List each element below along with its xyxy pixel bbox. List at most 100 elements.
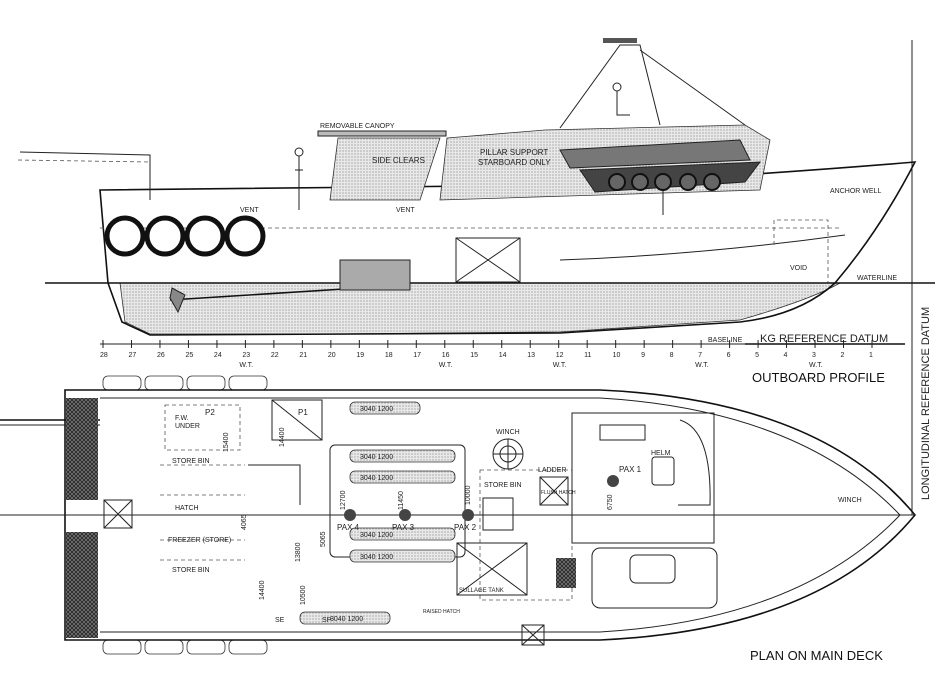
seat-label: 3040 1200: [330, 616, 363, 623]
station-number: 4: [784, 352, 788, 359]
tire-fenders-cabin: [608, 173, 721, 191]
label-pax2: PAX 2: [454, 523, 477, 532]
seat-label: 3040 1200: [360, 454, 393, 461]
dim: 13800: [295, 542, 302, 562]
station-number: 2: [841, 352, 845, 359]
label-hatch: HATCH: [175, 505, 199, 512]
pax-marker: [607, 475, 619, 487]
seat: [349, 449, 456, 463]
label-under: UNDER: [175, 423, 200, 430]
seat: [299, 611, 391, 625]
station-number: 10: [613, 352, 621, 359]
label-store-bin-1: STORE BIN: [172, 458, 210, 465]
seat-label: 3040 1200: [360, 532, 393, 539]
station-number: 8: [670, 352, 674, 359]
underwater-hull: [119, 282, 842, 335]
dim: 10000: [465, 485, 472, 505]
seat: [349, 549, 456, 563]
plan-title: PLAN ON MAIN DECK: [750, 648, 883, 663]
dim: 14400: [259, 580, 266, 600]
station-number: 22: [271, 352, 279, 359]
seat-label: 3040 1200: [360, 406, 393, 413]
station-number: 25: [185, 352, 193, 359]
label-pillar-2: STARBOARD ONLY: [478, 158, 551, 167]
station-number: 16: [442, 352, 450, 359]
removable-canopy: [317, 130, 447, 137]
watertight-bulkhead-label: W.T.: [695, 362, 709, 369]
label-fw: F.W.: [175, 415, 189, 422]
profile-title: OUTBOARD PROFILE: [752, 370, 885, 385]
watertight-bulkhead-label: W.T.: [439, 362, 453, 369]
label-p1: P1: [298, 408, 308, 417]
radar: [603, 38, 637, 43]
label-store-bin-2: STORE BIN: [172, 567, 210, 574]
dim: 4065: [241, 514, 248, 530]
tire-fenders-stern: [104, 215, 266, 257]
dim: 14400: [279, 427, 286, 447]
seat: [349, 470, 456, 484]
pax-marker: [399, 509, 411, 521]
station-number: 28: [100, 352, 108, 359]
transom-platform-stbd: [66, 532, 98, 638]
seat: [349, 527, 456, 541]
label-flush-hatch: FLUSH HATCH: [541, 490, 576, 496]
dim: 6750: [607, 494, 614, 510]
label-ladder: LADDER: [538, 467, 566, 474]
label-helm: HELM: [651, 450, 671, 457]
label-store-bin-3: STORE BIN: [484, 482, 522, 489]
dim: 10500: [300, 585, 307, 605]
wheelhouse: [571, 412, 715, 544]
station-number: 3: [812, 352, 816, 359]
label-side-clears: SIDE CLEARS: [372, 156, 425, 165]
station-number: 23: [242, 352, 250, 359]
label-freezer: FREEZER (STORE): [168, 537, 231, 544]
station-number: 17: [413, 352, 421, 359]
station-number: 15: [470, 352, 478, 359]
station-number: 7: [698, 352, 702, 359]
pax-marker: [462, 509, 474, 521]
label-baseline: BASELINE: [708, 337, 743, 344]
engine: [339, 259, 411, 291]
label-se: SE: [275, 617, 285, 624]
watertight-bulkhead-label: W.T.: [809, 362, 823, 369]
station-number: 19: [356, 352, 364, 359]
label-vent-stern: VENT: [240, 207, 259, 214]
label-winch-deck: WINCH: [496, 429, 520, 436]
label-raised-hatch: RAISED HATCH: [423, 609, 460, 615]
helm-seat: [651, 456, 675, 486]
label-vent-mid: VENT: [396, 207, 415, 214]
watertight-bulkhead-label: W.T.: [553, 362, 567, 369]
datum-label: LONGITUDINAL REFERENCE DATUM: [920, 307, 932, 500]
station-number: 18: [385, 352, 393, 359]
station-number: 20: [328, 352, 336, 359]
deck-plan: 3040 1200 3040 1200 3040 1200 3040 1200 …: [0, 375, 917, 663]
label-pax3: PAX 3: [392, 523, 415, 532]
station-number: 13: [527, 352, 535, 359]
station-number: 1: [869, 352, 873, 359]
station-number: 24: [214, 352, 222, 359]
label-pillar-1: PILLAR SUPPORT: [480, 148, 548, 157]
station-number: 26: [157, 352, 165, 359]
dim: 12700: [340, 490, 347, 510]
station-number: 9: [641, 352, 645, 359]
seat: [349, 401, 421, 415]
label-kg-datum: KG REFERENCE DATUM: [760, 333, 888, 345]
outboard-profile: REMOVABLE CANOPY SIDE CLEARS PILLAR SUPP…: [17, 38, 935, 515]
station-number: 5: [755, 352, 759, 359]
station-number: 21: [299, 352, 307, 359]
station-number: 14: [499, 352, 507, 359]
dim: 5065: [320, 531, 327, 547]
label-winch-bow: WINCH: [838, 497, 862, 504]
station-number: 27: [128, 352, 136, 359]
seat-label: 3040 1200: [360, 554, 393, 561]
label-waterline: WATERLINE: [857, 275, 897, 282]
label-sp: SP: [322, 617, 332, 624]
pax-marker: [344, 509, 356, 521]
transom-platform-port: [66, 398, 98, 500]
seat-label: 3040 1200: [360, 475, 393, 482]
station-number: 11: [584, 352, 591, 359]
dim: 11450: [398, 491, 405, 510]
mast: [559, 44, 661, 129]
